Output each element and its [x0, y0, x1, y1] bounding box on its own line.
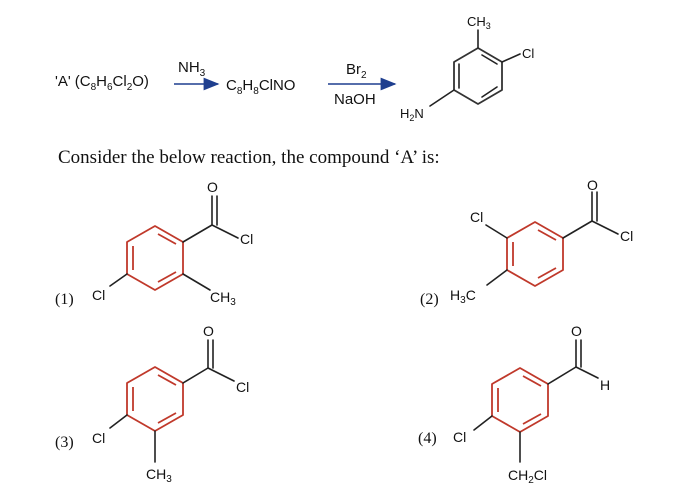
reaction-scheme: 'A'(C8H6Cl2O) NH3 C8H8ClNO Br2 NaOH CH3 … — [55, 14, 534, 123]
option-3-o: O — [203, 323, 214, 339]
option-4-o: O — [571, 323, 582, 339]
option-1-number: (1) — [55, 291, 74, 308]
product-nh2-label: H2N — [400, 106, 424, 123]
option-2[interactable]: (2) H3C Cl O Cl — [420, 177, 633, 308]
option-2-cl-acyl: Cl — [620, 228, 633, 244]
reagent-br2: Br2 — [346, 61, 367, 81]
option-3-benzene-ring — [126, 366, 184, 432]
option-2-h3c: H3C — [450, 287, 476, 306]
amine-bond — [429, 89, 455, 107]
option-4-benzene-ring — [491, 367, 549, 433]
reagent-naoh: NaOH — [334, 91, 376, 108]
option-1[interactable]: (1) Cl O Cl CH3 — [55, 179, 253, 308]
option-1-cl-acyl: Cl — [240, 231, 253, 247]
option-1-benzene-ring — [126, 225, 184, 291]
option-4-cl-ring: Cl — [453, 429, 466, 445]
option-4-h: H — [600, 377, 610, 393]
option-1-o: O — [207, 179, 218, 195]
option-3-number: (3) — [55, 434, 74, 451]
product-cl-label: Cl — [522, 46, 534, 61]
option-1-ch3: CH3 — [210, 289, 236, 308]
option-2-number: (2) — [420, 291, 439, 308]
product-ch3-label: CH3 — [467, 14, 491, 31]
reactant-formula: 'A'(C8H6Cl2O) — [55, 73, 149, 93]
option-3-cl-ring: Cl — [92, 430, 105, 446]
option-3-ch3: CH3 — [146, 466, 172, 485]
option-2-cl-ring: Cl — [470, 209, 483, 225]
option-1-cl-ring: Cl — [92, 287, 105, 303]
product-structure: CH3 Cl H2N — [400, 14, 534, 123]
option-3[interactable]: (3) Cl O Cl CH3 — [55, 323, 249, 485]
reagent-nh3: NH3 — [178, 59, 206, 79]
option-3-cl-acyl: Cl — [236, 379, 249, 395]
option-2-benzene-ring — [506, 221, 564, 287]
product-benzene-ring — [453, 47, 503, 105]
option-2-o: O — [587, 177, 598, 193]
option-4[interactable]: (4) Cl O H CH2Cl — [418, 323, 610, 486]
question-text: Consider the below reaction, the compoun… — [58, 147, 440, 168]
option-4-ch2cl: CH2Cl — [508, 467, 547, 486]
chloro-bond — [501, 53, 521, 63]
intermediate-formula: C8H8ClNO — [226, 77, 295, 97]
option-4-number: (4) — [418, 430, 437, 447]
